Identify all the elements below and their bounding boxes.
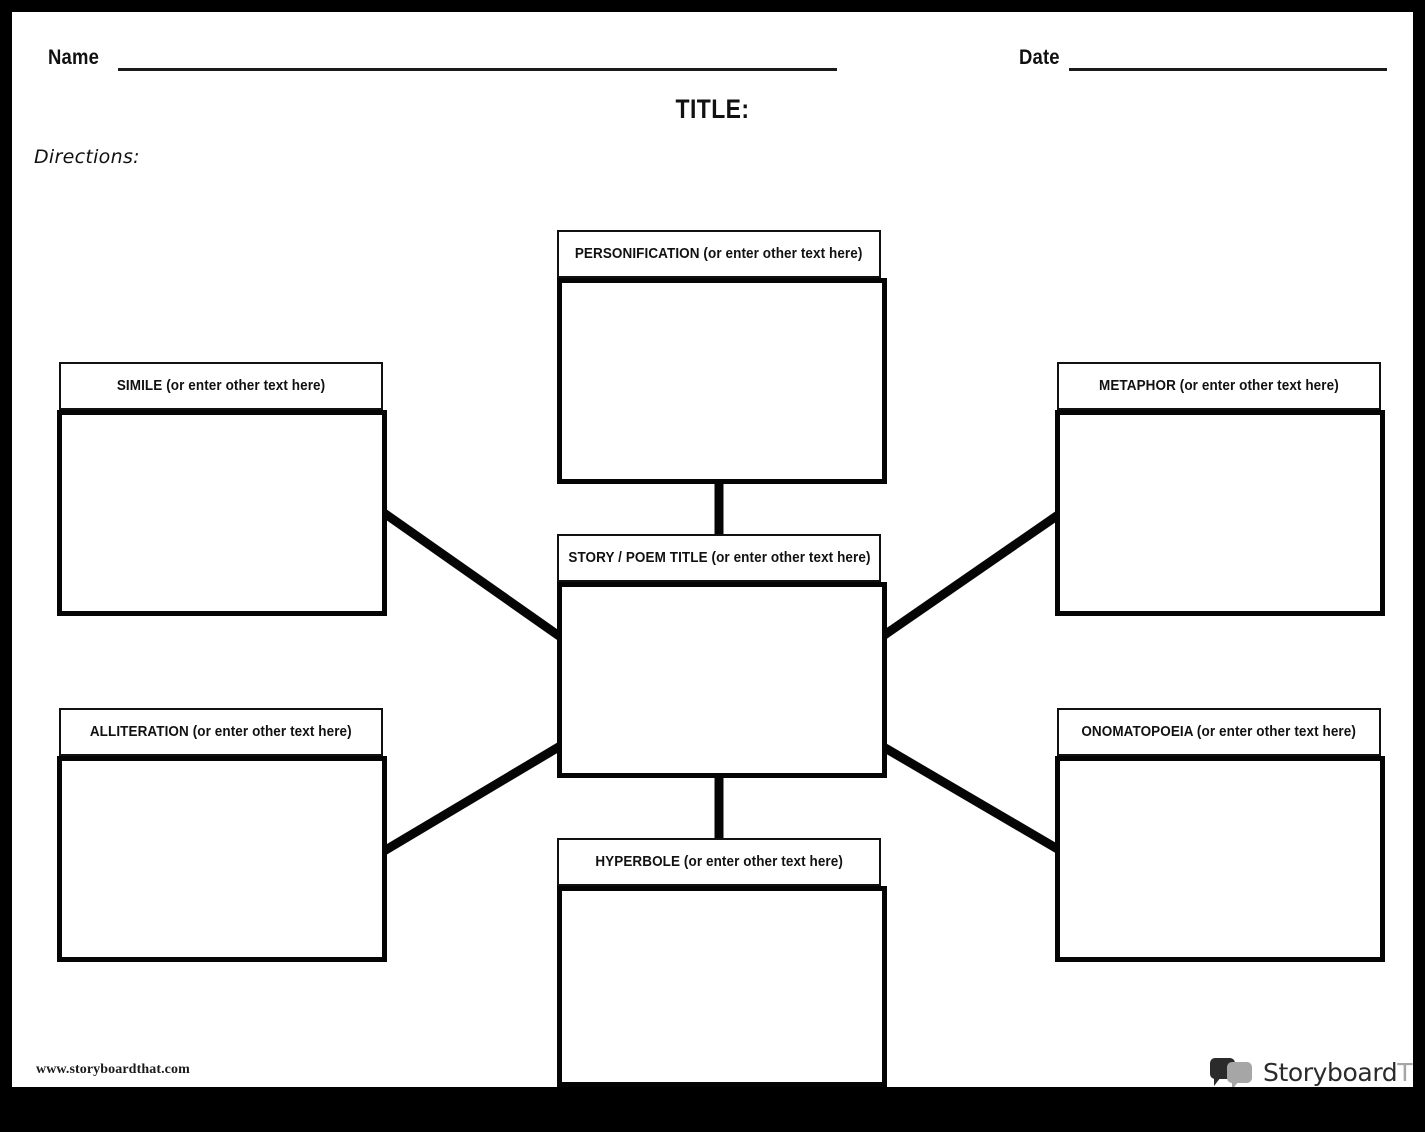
node-story-poem-title-label: STORY / POEM TITLE (or enter other text … xyxy=(567,550,871,566)
node-simile-body[interactable] xyxy=(57,410,387,616)
page-title: TITLE: xyxy=(12,94,1413,125)
node-hyperbole-label: HYPERBOLE (or enter other text here) xyxy=(595,854,843,870)
node-story-poem-title-header[interactable]: STORY / POEM TITLE (or enter other text … xyxy=(557,534,881,582)
speech-bubble-gray-icon xyxy=(1227,1062,1252,1087)
brand-word-secondary: That xyxy=(1397,1057,1413,1087)
node-onomatopoeia-label: ONOMATOPOEIA (or enter other text here) xyxy=(1081,724,1357,740)
brand-wordmark: StoryboardThat xyxy=(1263,1058,1413,1087)
node-story-poem-title-body[interactable] xyxy=(557,582,887,778)
date-field-label: Date xyxy=(1019,46,1060,69)
node-metaphor-header[interactable]: METAPHOR (or enter other text here) xyxy=(1057,362,1381,410)
node-personification-header[interactable]: PERSONIFICATION (or enter other text her… xyxy=(557,230,881,278)
name-input-line[interactable] xyxy=(118,68,837,71)
footer-url: www.storyboardthat.com xyxy=(36,1062,190,1077)
page-title-text: TITLE: xyxy=(675,94,750,124)
connector-right-top xyxy=(877,509,1064,642)
storyboardthat-logo: StoryboardThat xyxy=(1210,1052,1413,1087)
node-alliteration-body[interactable] xyxy=(57,756,387,962)
connector-left-bottom xyxy=(381,741,565,855)
connector-right-bottom xyxy=(877,741,1064,855)
node-simile-label: SIMILE (or enter other text here) xyxy=(116,378,326,394)
node-onomatopoeia-body[interactable] xyxy=(1055,756,1385,962)
connector-left-top xyxy=(381,509,565,642)
name-field-label: Name xyxy=(48,46,100,69)
directions-label: Directions: xyxy=(34,146,140,168)
node-personification-body[interactable] xyxy=(557,278,887,484)
brand-word-primary: Storyboard xyxy=(1263,1057,1398,1087)
date-input-line[interactable] xyxy=(1069,68,1387,71)
node-alliteration-header[interactable]: ALLITERATION (or enter other text here) xyxy=(59,708,383,756)
node-hyperbole-body[interactable] xyxy=(557,886,887,1087)
node-hyperbole-header[interactable]: HYPERBOLE (or enter other text here) xyxy=(557,838,881,886)
speech-bubbles-icon xyxy=(1210,1057,1254,1087)
node-alliteration-label: ALLITERATION (or enter other text here) xyxy=(90,724,352,740)
node-onomatopoeia-header[interactable]: ONOMATOPOEIA (or enter other text here) xyxy=(1057,708,1381,756)
node-personification-label: PERSONIFICATION (or enter other text her… xyxy=(575,246,863,262)
node-metaphor-body[interactable] xyxy=(1055,410,1385,616)
node-simile-header[interactable]: SIMILE (or enter other text here) xyxy=(59,362,383,410)
node-metaphor-label: METAPHOR (or enter other text here) xyxy=(1099,378,1339,394)
worksheet-page: Name Date TITLE: Directions: PERSONIFICA… xyxy=(12,12,1413,1087)
